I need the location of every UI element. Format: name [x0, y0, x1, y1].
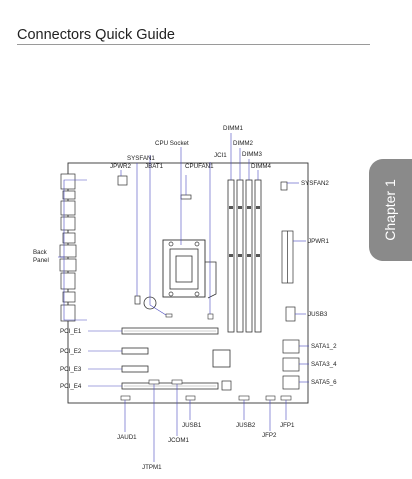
jpwr1-connector — [281, 230, 294, 284]
label-dimm3: DIMM3 — [242, 151, 262, 158]
chapter-tab: Chapter 1 — [369, 159, 412, 261]
label-pci-e2: PCI_E2 — [60, 348, 82, 355]
label-jbat1: JBAT1 — [145, 163, 164, 170]
label-jusb1: JUSB1 — [182, 422, 202, 429]
jci1-header — [207, 313, 214, 320]
label-dimm4: DIMM4 — [251, 163, 271, 170]
pcie-slots — [121, 327, 219, 390]
label-sata1-2: SATA1_2 — [311, 343, 337, 350]
cpufan1-header — [180, 194, 192, 200]
chipset — [212, 349, 231, 368]
label-cpu-socket: CPU Socket — [155, 140, 189, 147]
label-jusb2: JUSB2 — [236, 422, 256, 429]
jpwr2-connector — [117, 175, 128, 186]
label-sysfan2: SYSFAN2 — [301, 180, 329, 187]
page-title: Connectors Quick Guide — [17, 27, 175, 43]
label-jfp2: JFP2 — [262, 432, 277, 439]
label-dimm1: DIMM1 — [223, 125, 243, 132]
label-back-panel-1: Back — [33, 249, 48, 256]
label-cpufan1: CPUFAN1 — [185, 163, 214, 170]
label-jfp1: JFP1 — [280, 422, 295, 429]
leader-lines — [58, 133, 309, 462]
label-pci-e3: PCI_E3 — [60, 366, 82, 373]
label-jcom1: JCOM1 — [168, 437, 190, 444]
label-sata5-6: SATA5_6 — [311, 379, 337, 386]
label-dimm2: DIMM2 — [233, 140, 253, 147]
label-jpwr2: JPWR2 — [110, 163, 132, 170]
jusb3-connector — [285, 306, 296, 322]
bottom-headers — [120, 379, 292, 401]
label-back-panel-2: Panel — [33, 257, 49, 264]
jbat1-jumper — [165, 313, 173, 318]
label-jtpm1: JTPM1 — [142, 464, 162, 471]
label-pci-e1: PCI_E1 — [60, 328, 82, 335]
cpu-socket — [162, 239, 217, 299]
label-pci-e4: PCI_E4 — [60, 383, 82, 390]
label-jaud1: JAUD1 — [117, 434, 137, 441]
io-chip — [221, 380, 232, 391]
sysfan2-header — [280, 181, 288, 191]
label-jci1: JCI1 — [214, 152, 227, 159]
dimm-clips — [229, 206, 260, 257]
label-sysfan1: SYSFAN1 — [127, 155, 155, 162]
label-sata3-4: SATA3_4 — [311, 361, 337, 368]
back-panel-ports — [59, 173, 77, 322]
sata-connectors — [282, 339, 300, 390]
sysfan1-header — [134, 295, 141, 305]
title-divider — [17, 44, 370, 45]
label-jusb3: JUSB3 — [308, 311, 328, 318]
label-jpwr1: JPWR1 — [308, 238, 330, 245]
